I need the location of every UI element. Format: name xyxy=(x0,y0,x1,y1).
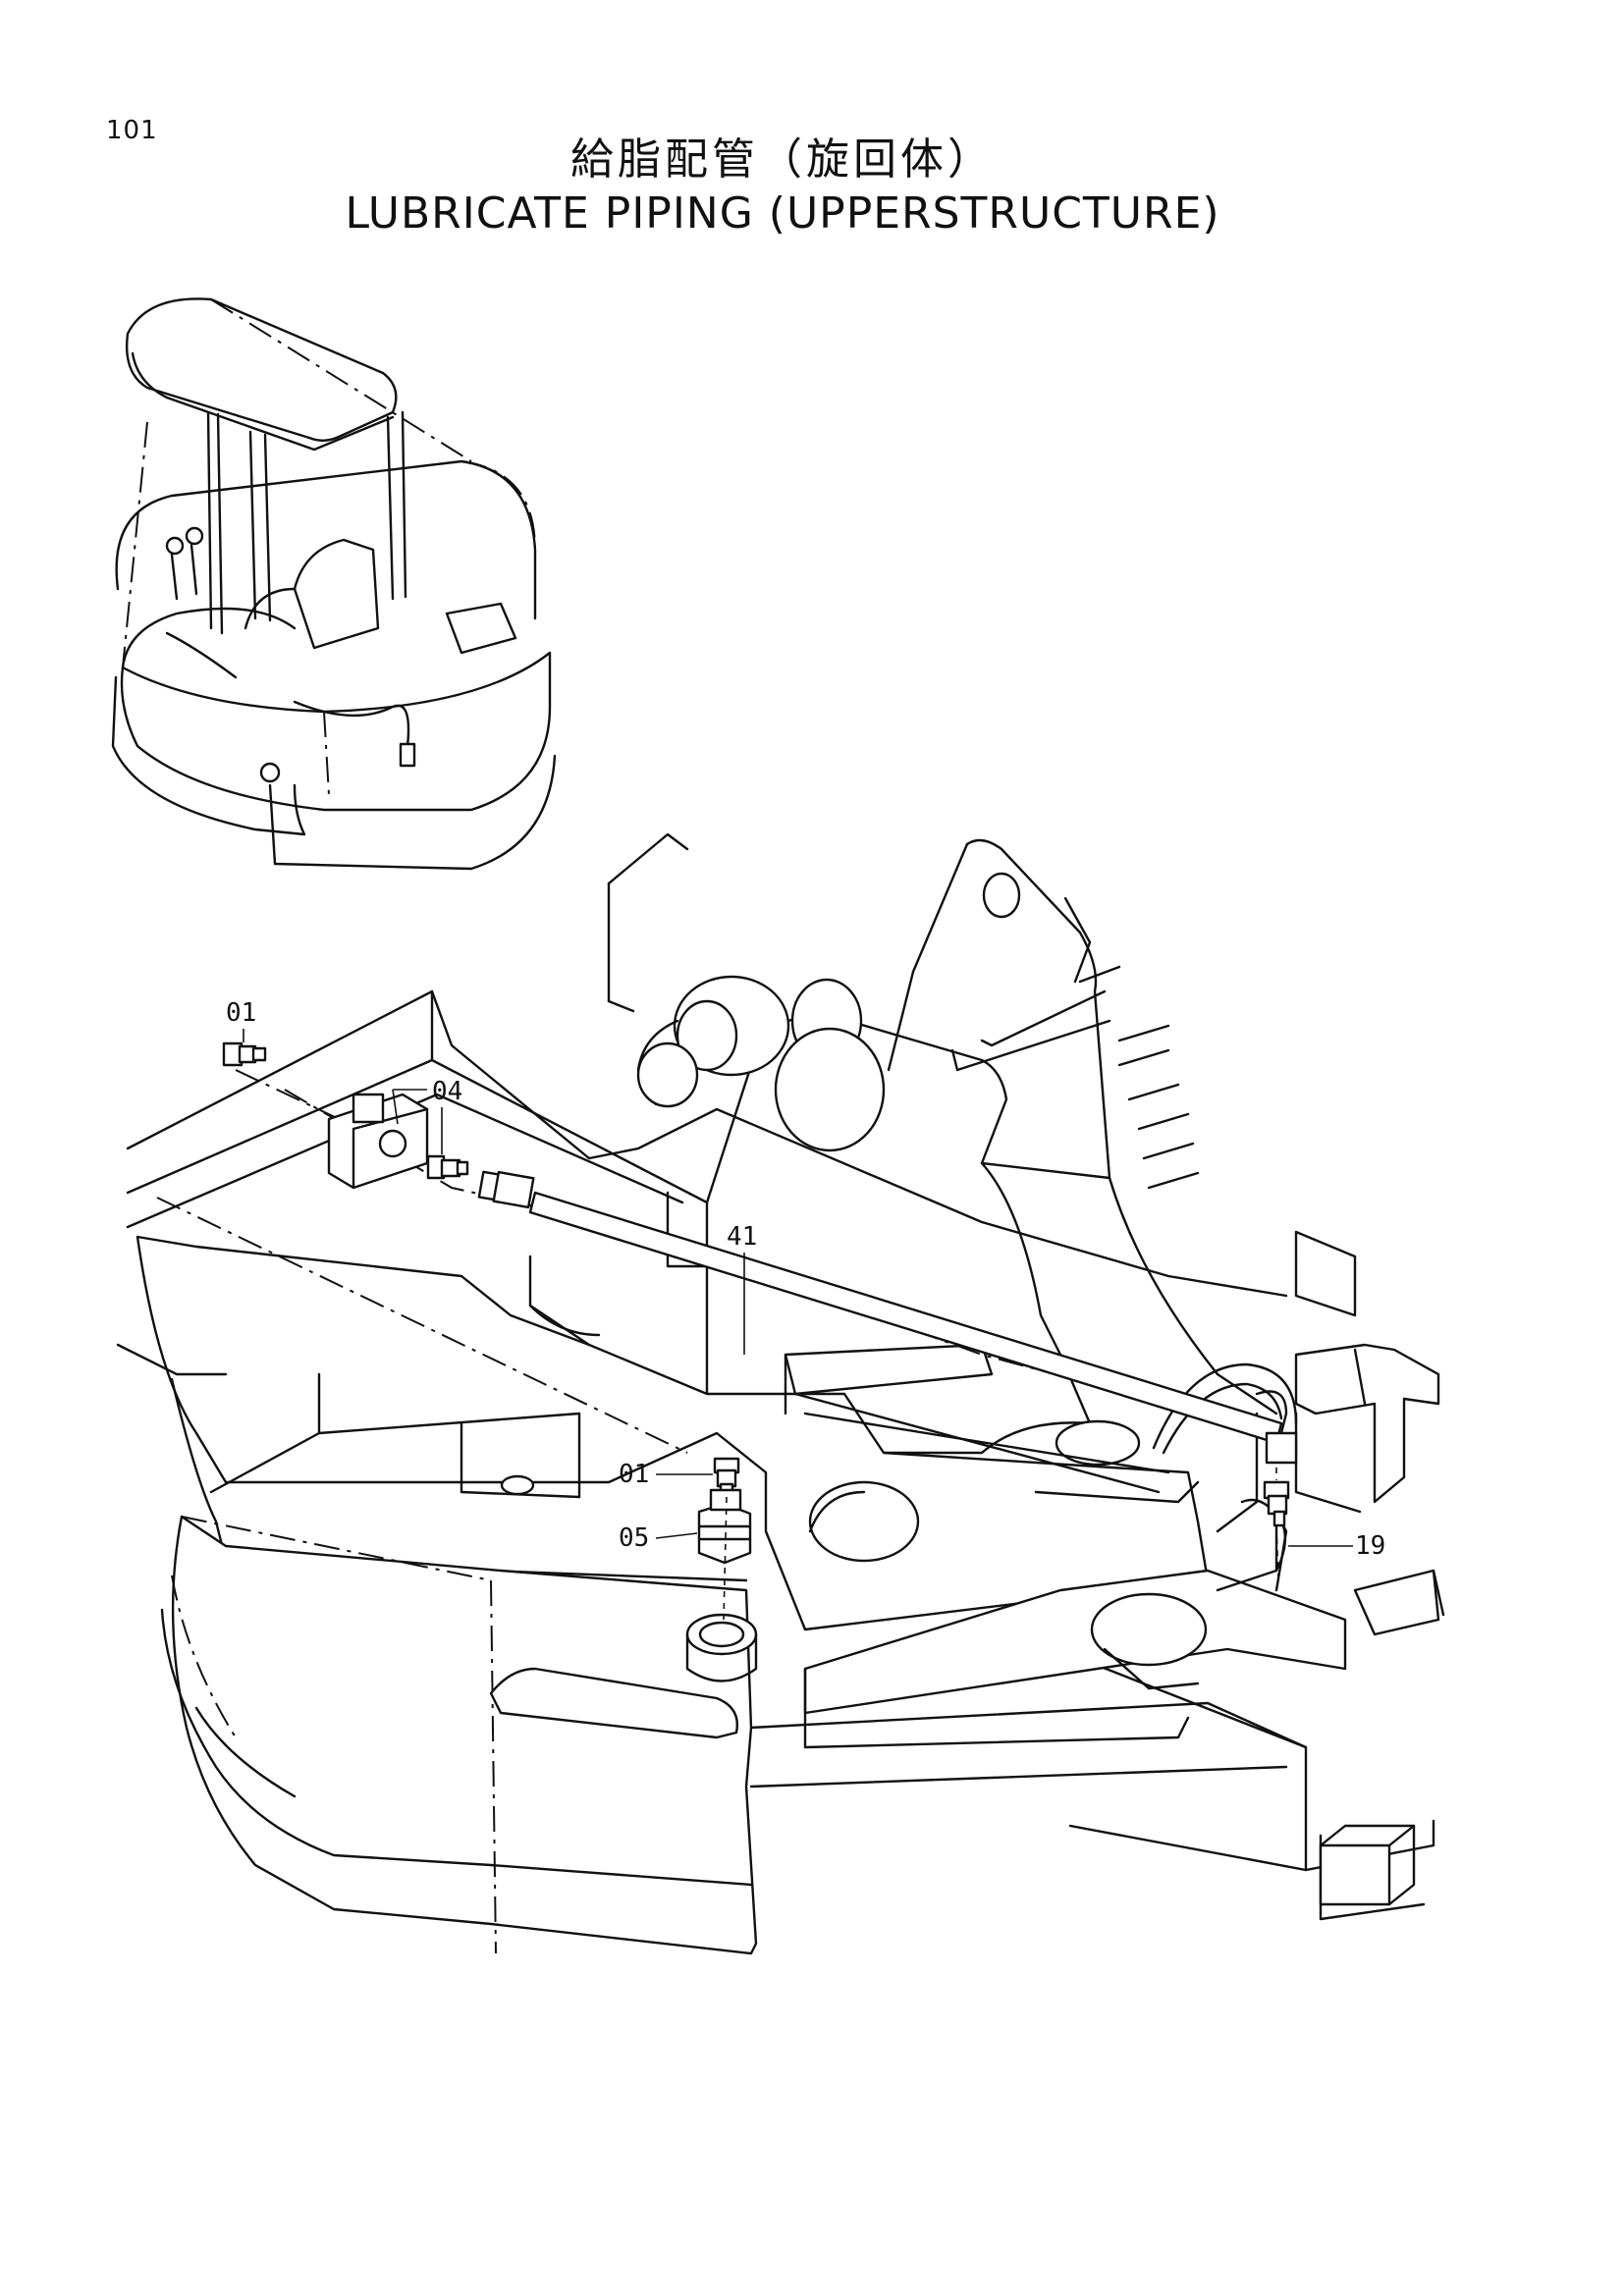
callout-label: 19 xyxy=(1355,1531,1385,1561)
callout-01-mid: 01 xyxy=(619,1460,713,1489)
hose-41 xyxy=(477,1170,1298,1465)
callout-label: 01 xyxy=(619,1460,649,1489)
callout-05: 05 xyxy=(619,1523,698,1553)
adapter-04 xyxy=(426,1154,469,1180)
callout-04: 04 xyxy=(392,1077,462,1154)
page-title-japanese: 給脂配管（旋回体） xyxy=(570,134,995,185)
grease-nipple-top xyxy=(222,1041,267,1067)
callout-label: 01 xyxy=(226,998,256,1028)
fitting-19 xyxy=(1263,1480,1290,1527)
callout-label: 04 xyxy=(432,1077,462,1106)
adapter-block xyxy=(327,1093,429,1190)
callout-19: 19 xyxy=(1288,1531,1385,1561)
page-number: 101 xyxy=(106,116,158,145)
callout-label: 41 xyxy=(727,1222,757,1252)
page-title-english: LUBRICATE PIPING (UPPERSTRUCTURE) xyxy=(345,188,1220,239)
callout-41: 41 xyxy=(727,1222,757,1355)
callout-label: 05 xyxy=(619,1523,649,1553)
callout-01-top: 01 xyxy=(226,998,256,1042)
lubrication-parts xyxy=(222,1041,1298,1682)
plug-05 xyxy=(697,1488,752,1565)
machine-overview-inset xyxy=(111,297,557,871)
upperstructure-frame xyxy=(116,832,1445,1955)
